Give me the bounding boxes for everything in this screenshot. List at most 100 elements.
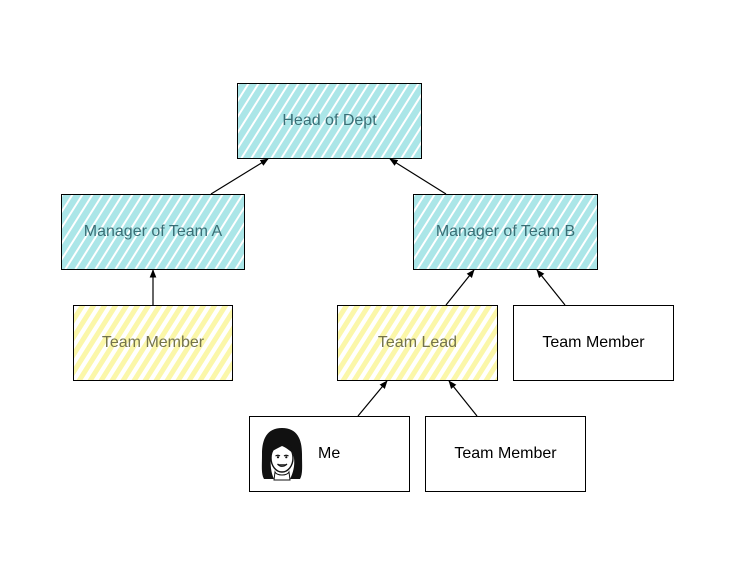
hatch-stroke bbox=[74, 306, 97, 342]
hatch-stroke bbox=[362, 84, 418, 158]
hatch-stroke bbox=[322, 84, 378, 158]
hatch-stroke bbox=[164, 306, 218, 380]
node-team-member-b[interactable]: Team Member bbox=[513, 305, 674, 381]
hatch-stroke bbox=[428, 195, 484, 269]
hatch-stroke bbox=[146, 195, 202, 269]
hatch-stroke bbox=[74, 306, 119, 377]
hatch-stroke bbox=[216, 225, 244, 269]
edge-manager-b-to-head bbox=[389, 158, 447, 195]
hatch-stroke bbox=[384, 306, 438, 380]
node-team-lead[interactable]: Team Lead bbox=[337, 305, 498, 381]
node-label: Head of Dept bbox=[282, 112, 377, 129]
hatch-stroke bbox=[439, 306, 493, 380]
node-me[interactable]: Me bbox=[249, 416, 410, 492]
hatch-stroke bbox=[262, 84, 318, 158]
hatch-stroke bbox=[62, 195, 102, 257]
hatch-stroke bbox=[461, 323, 497, 380]
hatch-stroke bbox=[74, 306, 86, 324]
hatch-stroke bbox=[428, 306, 482, 380]
edge-team-lead-to-manager-b bbox=[445, 269, 475, 306]
hatch-stroke bbox=[395, 306, 449, 380]
hatch-stroke bbox=[238, 84, 268, 131]
hatch-stroke bbox=[450, 306, 497, 380]
node-manager-team-a[interactable]: Manager of Team A bbox=[61, 194, 245, 270]
hatch-stroke bbox=[498, 195, 554, 269]
hatch-stroke bbox=[62, 195, 112, 269]
hatch-stroke bbox=[106, 195, 162, 269]
hatch-stroke bbox=[414, 195, 444, 242]
hatch-stroke bbox=[208, 342, 232, 380]
hatch-stroke bbox=[206, 209, 244, 269]
hatch-stroke bbox=[226, 241, 244, 269]
hatch-stroke bbox=[176, 195, 232, 269]
hatch-stroke bbox=[352, 84, 408, 158]
hatch-stroke bbox=[156, 195, 212, 269]
woman-avatar-icon bbox=[261, 428, 303, 481]
hatch-stroke bbox=[252, 84, 308, 158]
hatch-stroke bbox=[242, 84, 298, 158]
edge-manager-a-to-head bbox=[210, 158, 269, 195]
hatch-stroke bbox=[351, 306, 405, 380]
hatch-stroke bbox=[414, 195, 434, 226]
hatch-stroke bbox=[468, 195, 524, 269]
hatch-fill bbox=[74, 306, 232, 380]
hatch-stroke bbox=[302, 84, 358, 158]
hatch-stroke bbox=[282, 84, 338, 158]
hatch-stroke bbox=[478, 195, 534, 269]
hatch-stroke bbox=[402, 129, 421, 158]
hatch-stroke bbox=[338, 306, 383, 377]
hatch-stroke bbox=[76, 306, 130, 380]
node-label: Team Member bbox=[542, 334, 645, 351]
node-team-member-a[interactable]: Team Member bbox=[73, 305, 233, 381]
hatch-stroke bbox=[186, 195, 242, 269]
hatch-stroke bbox=[406, 306, 460, 380]
hatch-fill bbox=[238, 84, 421, 158]
hatch-stroke bbox=[116, 195, 172, 269]
hatch-stroke bbox=[488, 195, 544, 269]
hatch-stroke bbox=[558, 208, 597, 269]
hatch-stroke bbox=[568, 224, 597, 269]
hatch-stroke bbox=[538, 195, 594, 269]
hatch-stroke bbox=[338, 306, 372, 359]
hatch-stroke bbox=[414, 195, 454, 257]
node-team-member-c[interactable]: Team Member bbox=[425, 416, 586, 492]
hatch-stroke bbox=[98, 306, 152, 380]
hatch-stroke bbox=[392, 113, 421, 158]
hatch-stroke bbox=[87, 306, 141, 380]
hatch-stroke bbox=[417, 306, 471, 380]
hatch-stroke bbox=[458, 195, 514, 269]
node-label: Manager of Team B bbox=[435, 223, 576, 240]
hatch-stroke bbox=[382, 97, 421, 158]
hatch-stroke bbox=[66, 195, 122, 269]
hatch-fill bbox=[62, 195, 244, 269]
hatch-stroke bbox=[62, 195, 82, 226]
hatch-stroke bbox=[272, 84, 328, 158]
hatch-stroke bbox=[238, 84, 258, 115]
hatch-stroke bbox=[372, 84, 421, 158]
node-label: Team Member bbox=[101, 334, 205, 351]
hatch-stroke bbox=[196, 195, 244, 269]
node-manager-team-b[interactable]: Manager of Team B bbox=[413, 194, 598, 270]
hatch-stroke bbox=[414, 195, 464, 269]
hatch-stroke bbox=[340, 306, 394, 380]
hatch-fill bbox=[338, 306, 497, 380]
hatch-stroke bbox=[175, 306, 229, 380]
hatch-stroke bbox=[238, 84, 278, 146]
node-label: Team Lead bbox=[377, 334, 458, 351]
hatch-stroke bbox=[292, 84, 348, 158]
edge-me-to-team-lead bbox=[357, 380, 388, 417]
hatch-stroke bbox=[153, 306, 207, 380]
node-head-of-dept[interactable]: Head of Dept bbox=[237, 83, 422, 159]
hatch-stroke bbox=[508, 195, 564, 269]
node-label: Manager of Team A bbox=[83, 223, 223, 240]
hatch-stroke bbox=[109, 306, 163, 380]
hatch-stroke bbox=[578, 240, 597, 269]
hatch-fill bbox=[414, 195, 597, 269]
hatch-stroke bbox=[332, 84, 388, 158]
hatch-stroke bbox=[548, 195, 597, 269]
node-label: Team Member bbox=[454, 445, 557, 462]
hatch-stroke bbox=[373, 306, 427, 380]
hatch-stroke bbox=[518, 195, 574, 269]
